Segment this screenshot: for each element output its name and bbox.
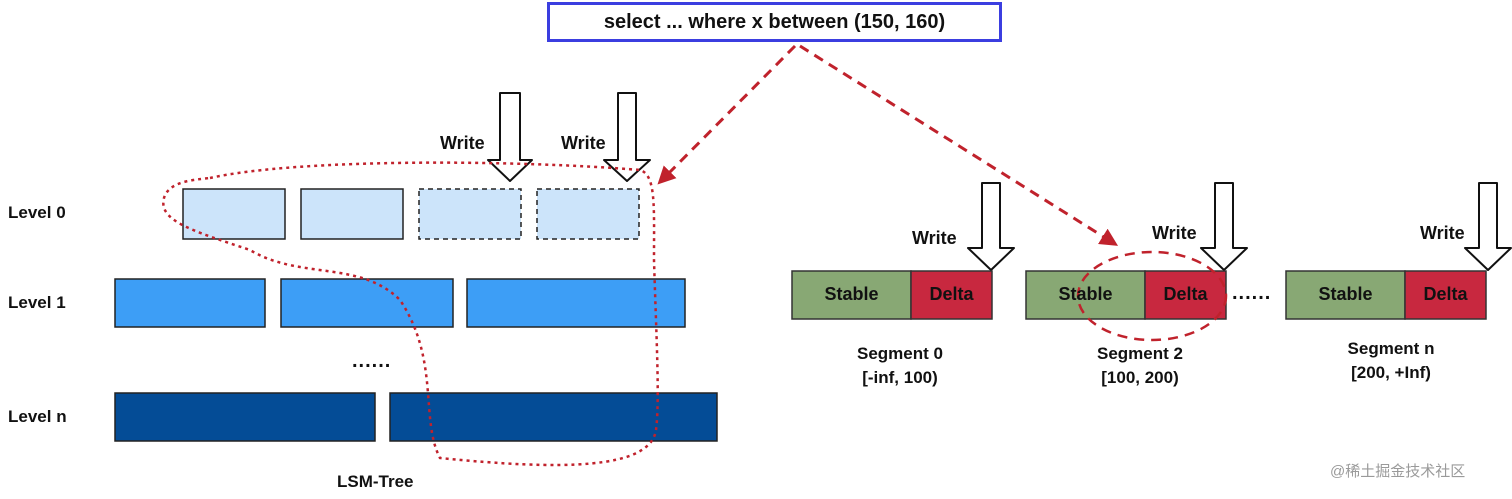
segmentn-delta-label: Delta xyxy=(1423,284,1468,304)
segmentn-name: Segment n xyxy=(1347,339,1435,358)
query-arrow-to-segment2 xyxy=(799,44,1119,246)
watermark-text: @稀土掘金技术社区 xyxy=(1330,463,1466,480)
segmentn-stable-cell xyxy=(1285,270,1406,320)
level-0-label: Level 0 xyxy=(8,203,66,222)
leveln-block-2 xyxy=(389,392,718,442)
segment2-write-label: Write xyxy=(1152,223,1197,243)
segment0-delta-label: Delta xyxy=(929,284,974,304)
level1-block-2 xyxy=(280,278,454,328)
segment0-delta-cell xyxy=(910,270,993,320)
level0-block-2 xyxy=(300,188,404,240)
levels-ellipsis: ...... xyxy=(352,350,392,372)
segmentn-stable-label: Stable xyxy=(1318,284,1373,304)
level-1-label: Level 1 xyxy=(8,293,66,312)
segment2-delta-cell xyxy=(1144,270,1227,320)
write-arrow-1 xyxy=(487,92,533,182)
segmentn-write-label: Write xyxy=(1420,223,1465,243)
segmentn-range: [200, +Inf) xyxy=(1351,363,1431,382)
level0-block-3 xyxy=(418,188,522,240)
segment0-write-label: Write xyxy=(912,228,957,248)
lsm-scan-region-outline xyxy=(162,161,659,467)
segment2-stable-label: Stable xyxy=(1058,284,1113,304)
segment2-range: [100, 200) xyxy=(1101,368,1179,387)
segment0-stable-label: Stable xyxy=(824,284,879,304)
lsm-write-label-1: Write xyxy=(440,133,485,153)
segments-ellipsis: ...... xyxy=(1232,282,1272,304)
segment0-name: Segment 0 xyxy=(857,344,943,363)
level1-block-3 xyxy=(466,278,686,328)
level0-block-4 xyxy=(536,188,640,240)
lsm-write-label-2: Write xyxy=(561,133,606,153)
write-arrow-4 xyxy=(1200,182,1248,271)
segment2-highlight-ellipse xyxy=(1076,250,1228,342)
segment2-delta-label: Delta xyxy=(1163,284,1208,304)
write-arrow-3 xyxy=(967,182,1015,271)
level-n-label: Level n xyxy=(8,407,67,426)
segment0-stable-cell xyxy=(791,270,912,320)
query-box: select ... where x between (150, 160) xyxy=(547,2,1002,42)
level0-block-1 xyxy=(182,188,286,240)
segment0-range: [-inf, 100) xyxy=(862,368,938,387)
segment2-name: Segment 2 xyxy=(1097,344,1183,363)
segmentn-delta-cell xyxy=(1404,270,1487,320)
level1-block-1 xyxy=(114,278,266,328)
lsm-tree-label: LSM-Tree xyxy=(337,472,414,491)
leveln-block-1 xyxy=(114,392,376,442)
query-arrow-to-lsm xyxy=(657,44,797,185)
write-arrow-5 xyxy=(1464,182,1512,271)
